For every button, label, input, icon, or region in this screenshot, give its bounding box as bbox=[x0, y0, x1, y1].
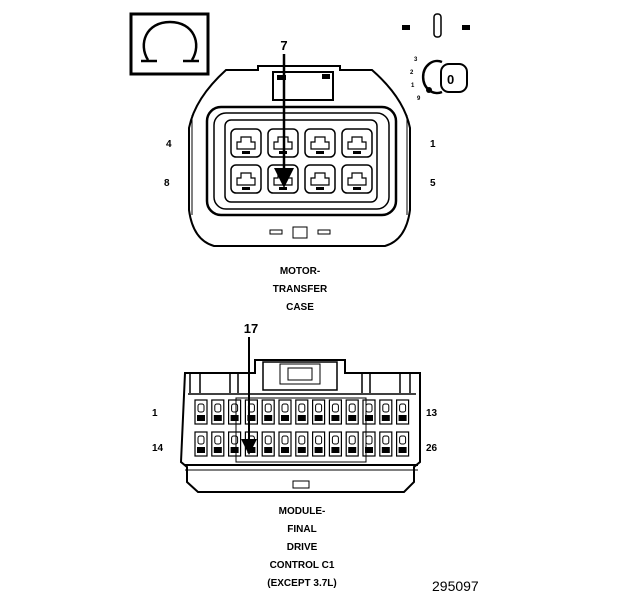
cavity bbox=[228, 399, 242, 425]
connector-outer-shell bbox=[188, 65, 411, 247]
pin-label-bottom-left: 8 bbox=[164, 178, 170, 189]
cavity-grid bbox=[230, 128, 373, 194]
cavity bbox=[295, 399, 309, 425]
pin-label-top-left: 1 bbox=[152, 408, 158, 419]
connector-latch bbox=[272, 71, 334, 101]
cavity bbox=[278, 399, 292, 425]
cavity bbox=[362, 399, 376, 425]
key-position-1: 1 bbox=[411, 83, 415, 89]
pin-label-bottom-left: 14 bbox=[152, 443, 164, 454]
cavity bbox=[211, 431, 225, 457]
key-position-9: 9 bbox=[417, 96, 421, 102]
cavity bbox=[304, 164, 336, 194]
cavity bbox=[261, 399, 275, 425]
figure-number: 295097 bbox=[432, 578, 479, 594]
key-label: 0 bbox=[447, 72, 454, 87]
cavity bbox=[295, 431, 309, 457]
pin-label-bottom-right: 5 bbox=[430, 178, 436, 189]
cavity bbox=[345, 399, 359, 425]
cavity bbox=[304, 128, 336, 158]
pin-label-top-right: 13 bbox=[426, 408, 438, 419]
cavity bbox=[261, 431, 275, 457]
cavity bbox=[312, 431, 326, 457]
key-position-3: 3 bbox=[414, 57, 418, 63]
caption-line-4: CONTROL C1 bbox=[270, 560, 335, 571]
pin-label-top-right: 1 bbox=[430, 139, 436, 150]
cavity bbox=[396, 431, 410, 457]
cavity-grid bbox=[194, 399, 410, 457]
key-position-2: 2 bbox=[410, 70, 414, 76]
cavity bbox=[211, 399, 225, 425]
cavity bbox=[228, 431, 242, 457]
cavity bbox=[341, 128, 373, 158]
connector-inner-frame bbox=[205, 105, 398, 217]
omega-connector-symbol-icon bbox=[129, 12, 210, 76]
caption-line-1: MOTOR- bbox=[280, 266, 320, 277]
callout-cavity-17: 17 bbox=[244, 321, 258, 336]
cavity bbox=[194, 399, 208, 425]
callout-cavity-7: 7 bbox=[280, 38, 287, 53]
cavity bbox=[244, 431, 258, 457]
caption-line-2: FINAL bbox=[287, 524, 316, 535]
cavity bbox=[362, 431, 376, 457]
cavity bbox=[244, 399, 258, 425]
cavity bbox=[379, 399, 393, 425]
pin-label-bottom-right: 26 bbox=[426, 443, 438, 454]
cavity bbox=[194, 431, 208, 457]
cavity bbox=[328, 431, 342, 457]
cavity bbox=[328, 399, 342, 425]
caption-line-1: MODULE- bbox=[279, 506, 326, 517]
caption-line-5: (EXCEPT 3.7L) bbox=[267, 578, 336, 589]
caption-line-3: DRIVE bbox=[287, 542, 318, 553]
cavity bbox=[341, 164, 373, 194]
cavity bbox=[345, 431, 359, 457]
connector-motor-transfer-case: 7 4 8 1 5 MOTOR- TRANSFER CASE bbox=[164, 38, 436, 313]
cavity bbox=[396, 399, 410, 425]
cavity bbox=[278, 431, 292, 457]
cavity bbox=[379, 431, 393, 457]
cavity bbox=[230, 128, 262, 158]
pin-label-top-left: 4 bbox=[166, 139, 172, 150]
caption-line-3: CASE bbox=[286, 302, 314, 313]
caption-line-2: TRANSFER bbox=[273, 284, 328, 295]
ignition-key-icon: 0 3 2 1 9 bbox=[402, 13, 470, 102]
connector-final-drive-control-c1: 17 1 14 13 26 MODULE- FINAL DRIVE CONTRO… bbox=[152, 321, 438, 589]
cavity bbox=[312, 399, 326, 425]
cavity bbox=[230, 164, 262, 194]
connector-outer-shell bbox=[179, 359, 421, 493]
